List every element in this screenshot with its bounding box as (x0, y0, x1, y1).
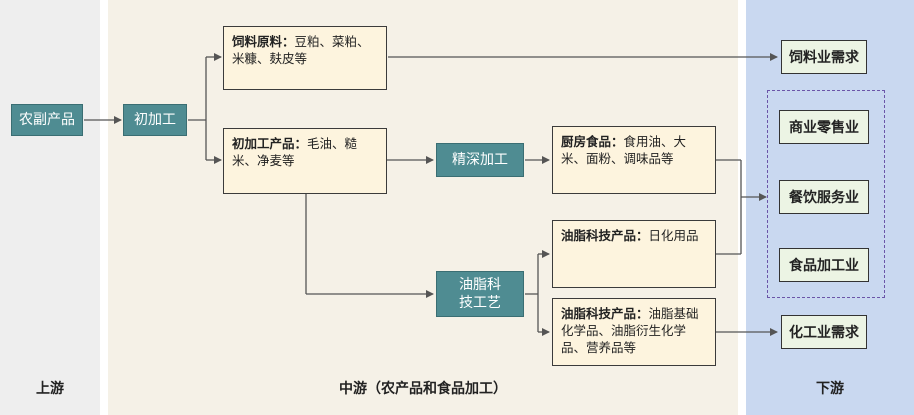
primary-products-text: 毛油、糙米、净麦等 (232, 136, 358, 168)
primary-products-title: 初加工产品： (232, 136, 308, 151)
oil-tech-daily-text: 日化用品 (648, 228, 699, 243)
node-primary-products: 初加工产品：毛油、糙米、净麦等 (223, 128, 387, 194)
node-oil-tech-process: 油脂科技工艺 (436, 271, 524, 317)
node-oil-tech-daily: 油脂科技产品：日化用品 (552, 220, 716, 288)
oil-tech-chem-text: 油脂基础化学品、油脂衍生化学品、营养品等 (561, 306, 699, 355)
consumer-group-frame (767, 90, 885, 298)
stage-midstream-label: 中游（农产品和食品加工） (339, 381, 507, 397)
oil-tech-daily-title: 油脂科技产品： (561, 228, 649, 243)
node-kitchen-food: 厨房食品：食用油、大米、面粉、调味品等 (552, 126, 716, 194)
oil-tech-chem-title: 油脂科技产品： (561, 306, 649, 321)
stage-downstream-label: 下游 (816, 381, 844, 397)
node-farm-products: 农副产品 (11, 104, 83, 136)
node-oil-tech-chem: 油脂科技产品：油脂基础化学品、油脂衍生化学品、营养品等 (552, 298, 716, 366)
node-initial-processing: 初加工 (123, 104, 187, 136)
node-feed-materials: 饲料原料：豆粕、菜粕、米糠、麸皮等 (223, 26, 387, 90)
node-retail: 商业零售业 (779, 110, 869, 144)
node-food-processing: 食品加工业 (779, 248, 869, 282)
kitchen-food-text: 食用油、大米、面粉、调味品等 (561, 134, 687, 166)
node-chem-demand: 化工业需求 (781, 315, 867, 349)
kitchen-food-title: 厨房食品： (561, 134, 624, 149)
feed-materials-title: 饲料原料： (232, 34, 295, 49)
stage-upstream-label: 上游 (36, 381, 64, 397)
node-feed-demand: 饲料业需求 (781, 40, 867, 74)
upstream-panel (0, 0, 100, 415)
node-deep-processing: 精深加工 (436, 143, 524, 177)
node-catering: 餐饮服务业 (779, 180, 869, 214)
feed-materials-text: 豆粕、菜粕、米糠、麸皮等 (232, 34, 370, 66)
